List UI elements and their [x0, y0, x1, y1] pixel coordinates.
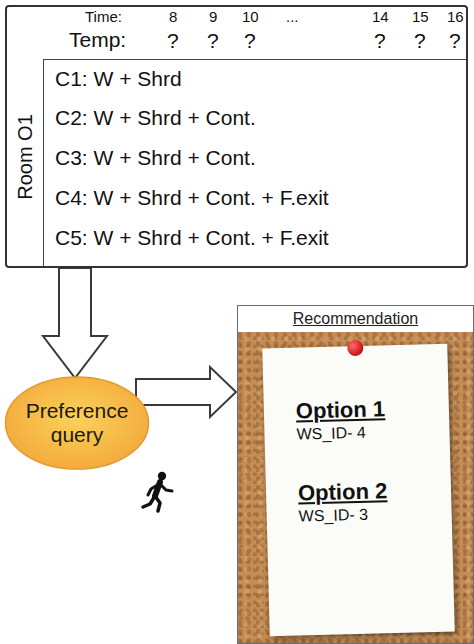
- push-pin: [347, 340, 363, 356]
- case-line: C2: W + Shrd + Cont.: [55, 106, 256, 129]
- table-header: ...: [286, 9, 299, 26]
- table-header: ?: [207, 29, 219, 52]
- table-header: 14: [372, 9, 389, 26]
- hollow-arrow: [43, 268, 107, 378]
- walking-person-icon: [143, 472, 172, 511]
- query-label: Preference query: [16, 399, 138, 447]
- recommendation-board: RecommendationOption 1WS_ID- 4 Option 2WS…: [237, 305, 474, 644]
- table-header: ?: [244, 29, 256, 52]
- board-title: Recommendation: [238, 310, 473, 328]
- room-panel: Room O1 Time: 8 9 10... 14 15 16Temp:?????? C1: …: [5, 5, 468, 268]
- table-header: ?: [167, 29, 179, 52]
- workstation-id: WS_ID- 3: [298, 506, 368, 525]
- workstation-id: WS_ID- 4: [296, 424, 366, 443]
- case-line: C4: W + Shrd + Cont. + F.exit: [55, 186, 329, 209]
- hollow-arrow: [136, 367, 236, 417]
- table-header: 16: [447, 9, 464, 26]
- table-header: Temp:: [69, 28, 126, 51]
- note-paper: Option 1WS_ID- 4 Option 2WS_ID- 3: [262, 344, 454, 637]
- table-header: Time:: [85, 9, 122, 26]
- option-heading: Option 1: [296, 397, 386, 424]
- table-header: ?: [414, 29, 426, 52]
- case-line: C1: W + Shrd: [55, 67, 182, 90]
- room-label: Room O1: [14, 114, 36, 200]
- case-line: C5: W + Shrd + Cont. + F.exit: [55, 226, 329, 249]
- table-header: 9: [209, 9, 217, 26]
- table-header: 8: [169, 9, 177, 26]
- table-rule: [43, 59, 44, 266]
- option-heading: Option 2: [298, 479, 388, 506]
- table-rule: [43, 59, 466, 60]
- table-header: ?: [374, 29, 386, 52]
- table-header: 15: [412, 9, 429, 26]
- query-ellipse: Preference query: [4, 376, 150, 470]
- table-header: 10: [242, 9, 259, 26]
- table-header: ?: [449, 29, 461, 52]
- case-line: C3: W + Shrd + Cont.: [55, 146, 256, 169]
